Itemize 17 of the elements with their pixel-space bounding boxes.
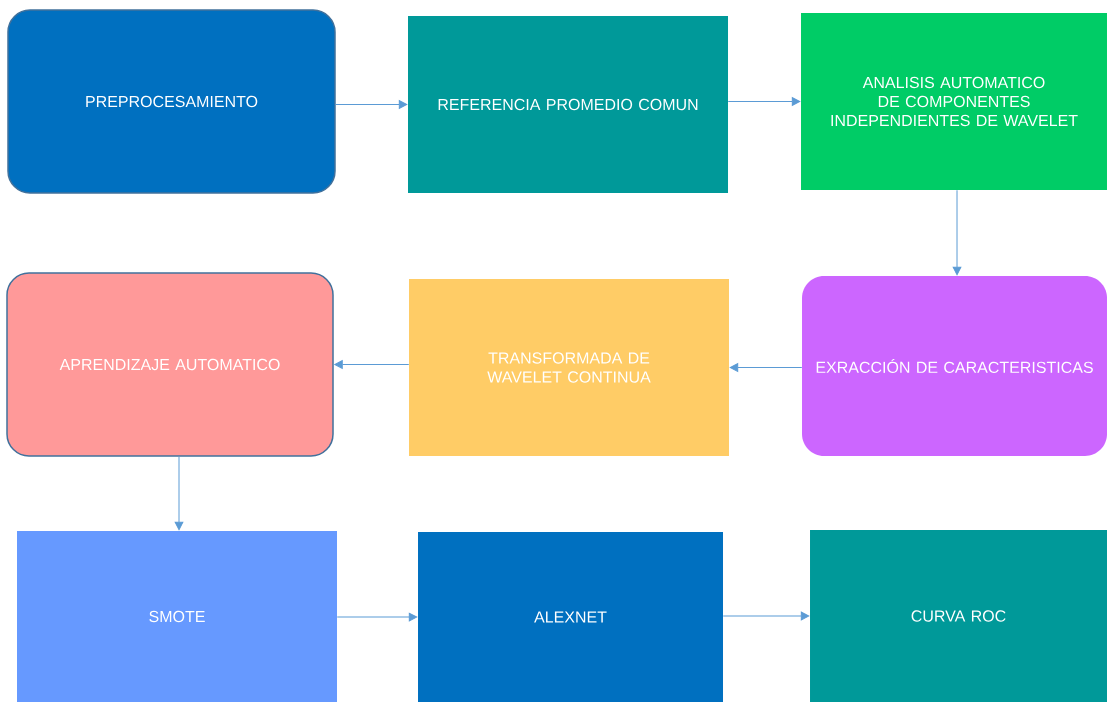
arrow (335, 100, 408, 109)
process-box: TRANSFORMADA DE WAVELET CONTINUA (409, 279, 729, 456)
process-box: SMOTE (17, 531, 337, 702)
arrow (336, 612, 418, 622)
arrow (727, 97, 801, 106)
arrow (952, 189, 962, 276)
process-box: APRENDIZAJE AUTOMATICO (6, 272, 334, 457)
process-box: REFERENCIA PROMEDIO COMUN (408, 16, 728, 193)
arrow (174, 456, 184, 531)
process-box: CURVA ROC (810, 530, 1107, 702)
process-box: ANALISIS AUTOMATICO DE COMPONENTES INDEPENDIENTES DE WAVELET (801, 13, 1107, 190)
process-box: PREPROCESAMIENTO (7, 9, 336, 194)
arrow (729, 363, 803, 372)
arrow (334, 360, 410, 369)
process-box: ALEXNET (418, 532, 723, 702)
arrow (722, 611, 810, 621)
process-box: EXRACCIÓN DE CARACTERISTICAS (802, 276, 1107, 456)
